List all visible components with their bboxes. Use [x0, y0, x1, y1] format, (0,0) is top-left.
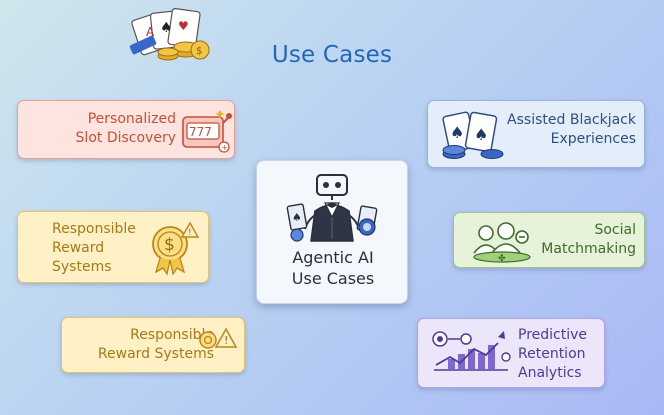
- svg-text:♠: ♠: [474, 125, 488, 144]
- bar-chart-icon: [432, 331, 511, 371]
- warning-icon: !: [199, 327, 238, 349]
- card-label: Predictive Retention Analytics: [518, 327, 588, 381]
- center-agentic-ai-box[interactable]: ♠ Agentic AI Use Cases: [256, 160, 408, 304]
- svg-text:♥: ♥: [178, 19, 189, 33]
- svg-text:✤: ✤: [498, 254, 506, 263]
- slot-machine-icon: 777 +: [182, 110, 232, 153]
- svg-text:!: !: [224, 334, 228, 347]
- people-icon: ✤: [473, 222, 531, 263]
- playing-cards-icon: ♠ ♠: [442, 111, 504, 159]
- svg-text:777: 777: [189, 125, 212, 139]
- svg-text:$: $: [196, 46, 202, 57]
- svg-text:$: $: [164, 235, 175, 255]
- card-label: Personalized Slot Discovery: [75, 111, 176, 146]
- robot-dealer-icon: ♠: [286, 174, 378, 242]
- page-title: Use Cases: [271, 42, 393, 68]
- card-responsible-reward-systems-2[interactable]: Responsible Reward Systems !: [61, 317, 245, 373]
- card-personalized-slot-discovery[interactable]: Personalized Slot Discovery 777 +: [17, 100, 235, 159]
- card-label: Responsible Reward Systems: [52, 221, 136, 275]
- center-label: Agentic AI Use Cases: [291, 248, 375, 288]
- card-assisted-blackjack-experiences[interactable]: ♠ ♠ Assisted Blackjack Experiences: [427, 100, 645, 168]
- svg-text:!: !: [188, 228, 192, 238]
- cards-and-coins-icon: A ♠ ♥ $: [129, 8, 210, 61]
- svg-text:+: +: [221, 143, 228, 152]
- card-label: Responsible Reward Systems: [97, 327, 214, 362]
- svg-text:♠: ♠: [292, 211, 302, 224]
- svg-text:A: A: [146, 25, 155, 39]
- card-predictive-retention-analytics[interactable]: Predictive Retention Analytics: [417, 318, 605, 388]
- card-label: Assisted Blackjack Experiences: [507, 112, 636, 147]
- card-label: Social Matchmaking: [541, 222, 636, 257]
- svg-text:♠: ♠: [450, 123, 464, 142]
- svg-text:♠: ♠: [160, 20, 173, 36]
- card-social-matchmaking[interactable]: ✤ Social Matchmaking: [453, 212, 645, 268]
- dollar-badge-icon: $ !: [152, 221, 200, 276]
- card-responsible-reward-systems[interactable]: Responsible Reward Systems $ !: [17, 211, 209, 283]
